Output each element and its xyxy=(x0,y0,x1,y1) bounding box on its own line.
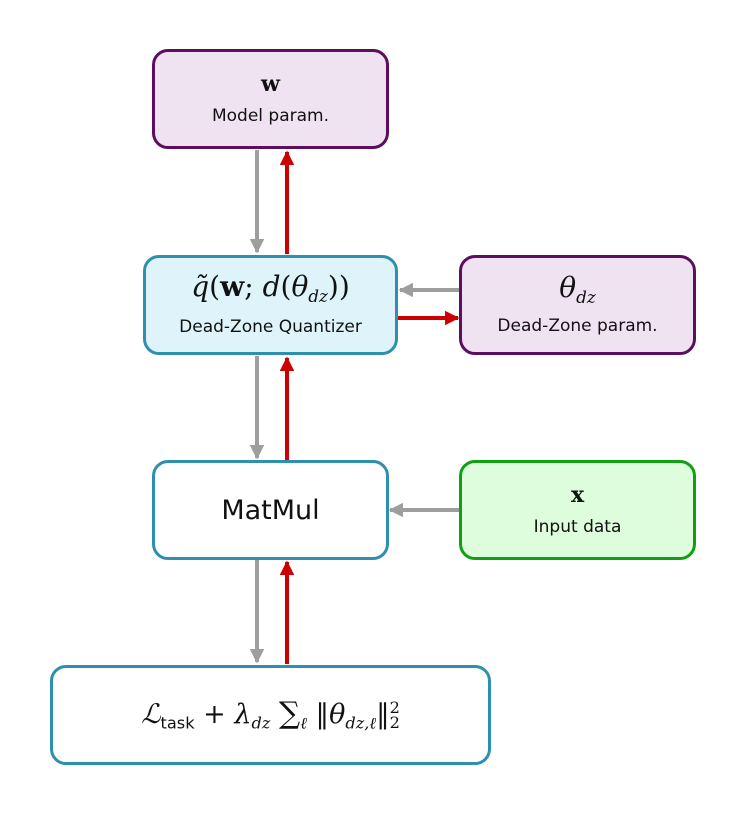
dead-zone-param-caption: Dead-Zone param. xyxy=(497,316,658,337)
input-data-symbol: x xyxy=(570,482,585,508)
model-param-caption: Model param. xyxy=(211,106,330,126)
dead-zone-param-node: θdz Dead-Zone param. xyxy=(459,255,696,355)
input-data-node: x Input data xyxy=(459,460,696,560)
matmul-label: MatMul xyxy=(221,494,320,526)
input-data-caption: Input data xyxy=(533,517,622,537)
dead-zone-param-symbol: θdz xyxy=(559,270,596,307)
quantizer-caption: Dead-Zone Quantizer xyxy=(179,317,362,338)
dead-zone-quantizer-node: q̃(w; d(θdz)) Dead-Zone Quantizer xyxy=(143,255,398,355)
matmul-node: MatMul xyxy=(152,460,389,560)
model-param-node: w Model param. xyxy=(152,49,389,149)
quantizer-formula: q̃(w; d(θdz)) xyxy=(191,269,350,306)
model-param-symbol: w xyxy=(261,71,280,97)
